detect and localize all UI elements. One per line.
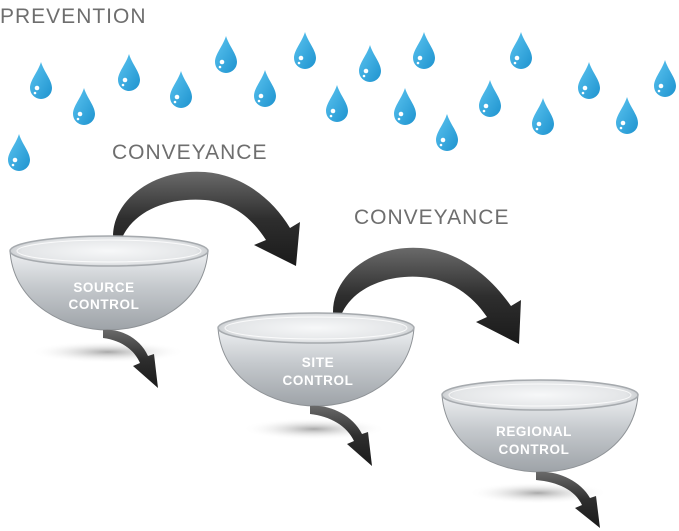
raindrop-icon: [532, 98, 554, 135]
bowl-label-line1: SITE: [302, 355, 334, 370]
raindrop-icon: [215, 36, 237, 73]
conveyance-arrow-1: [113, 171, 300, 266]
raindrop-icon: [359, 45, 381, 82]
raindrop-icon: [118, 54, 140, 91]
raindrop-icon: [394, 88, 416, 125]
raindrop-icon: [73, 88, 95, 125]
raindrops: [8, 32, 676, 171]
conveyance-arrow-2: [333, 247, 521, 344]
raindrop-icon: [510, 32, 532, 69]
raindrop-icon: [294, 32, 316, 69]
bowl-label-line1: REGIONAL: [496, 424, 572, 439]
outflow-arrow-1: [103, 329, 158, 388]
bowl-regional-control: REGIONAL CONTROL: [441, 379, 639, 473]
raindrop-icon: [170, 71, 192, 108]
prevention-label: PREVENTION: [0, 5, 147, 28]
raindrop-icon: [413, 32, 435, 69]
bowl-label-line2: CONTROL: [69, 297, 140, 312]
bowl-shadow: [30, 341, 186, 363]
raindrop-icon: [436, 114, 458, 151]
raindrop-icon: [30, 62, 52, 99]
conveyance-label-1: CONVEYANCE: [112, 141, 268, 164]
raindrop-icon: [326, 85, 348, 122]
raindrop-icon: [479, 80, 501, 117]
bowl-site-control: SITE CONTROL: [217, 312, 415, 407]
bowl-label-line1: SOURCE: [73, 280, 134, 295]
outflow-arrow-3: [536, 471, 600, 528]
raindrop-icon: [578, 62, 600, 99]
raindrop-icon: [8, 134, 30, 171]
outflow-arrow-2: [310, 405, 372, 466]
bowl-label-line2: CONTROL: [283, 373, 354, 388]
bowl-label-line2: CONTROL: [499, 442, 570, 457]
raindrop-icon: [616, 97, 638, 134]
raindrop-icon: [654, 60, 676, 97]
conveyance-label-2: CONVEYANCE: [354, 206, 510, 229]
raindrop-icon: [254, 70, 276, 107]
bowl-source-control: SOURCE CONTROL: [9, 235, 209, 331]
